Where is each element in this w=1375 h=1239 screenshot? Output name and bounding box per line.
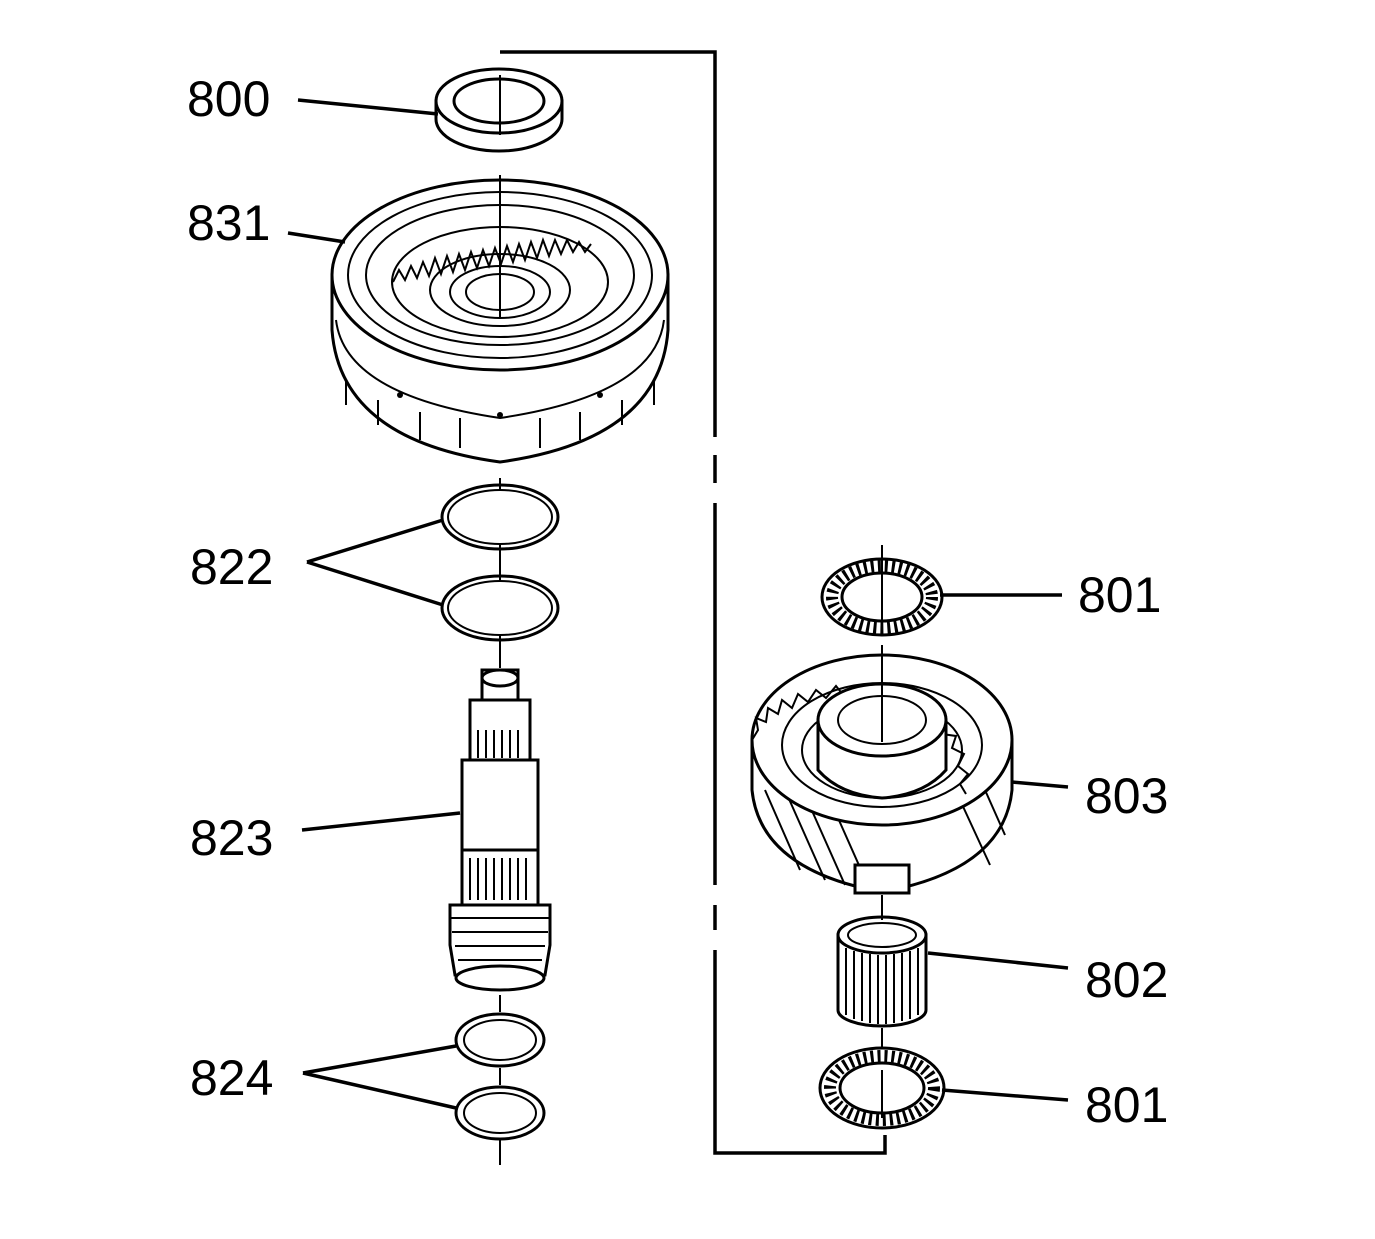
callout-801-upper: 801: [1078, 567, 1161, 623]
callout-822: 822: [190, 539, 273, 595]
callout-823: 823: [190, 810, 273, 866]
part-800-thrust-washer: [434, 67, 564, 153]
leader-lines: [287, 98, 1069, 1110]
axis-connector-line: [500, 50, 887, 1155]
part-801-lower-thrust-bearing: [818, 1046, 946, 1130]
callout-802: 802: [1085, 952, 1168, 1008]
part-822-seal-rings: [440, 478, 560, 668]
part-831-clutch-housing: [330, 175, 670, 464]
part-803-helical-gear: [750, 645, 1014, 895]
callout-824: 824: [190, 1050, 273, 1106]
callout-803: 803: [1085, 768, 1168, 824]
callout-800: 800: [187, 71, 270, 127]
part-824-seal-rings: [454, 995, 546, 1165]
part-802-needle-bearing: [836, 895, 928, 1048]
callout-801-lower: 801: [1085, 1077, 1168, 1133]
part-823-shaft: [448, 668, 552, 992]
part-801-upper-thrust-bearing: [820, 545, 944, 637]
callout-831: 831: [187, 195, 270, 251]
